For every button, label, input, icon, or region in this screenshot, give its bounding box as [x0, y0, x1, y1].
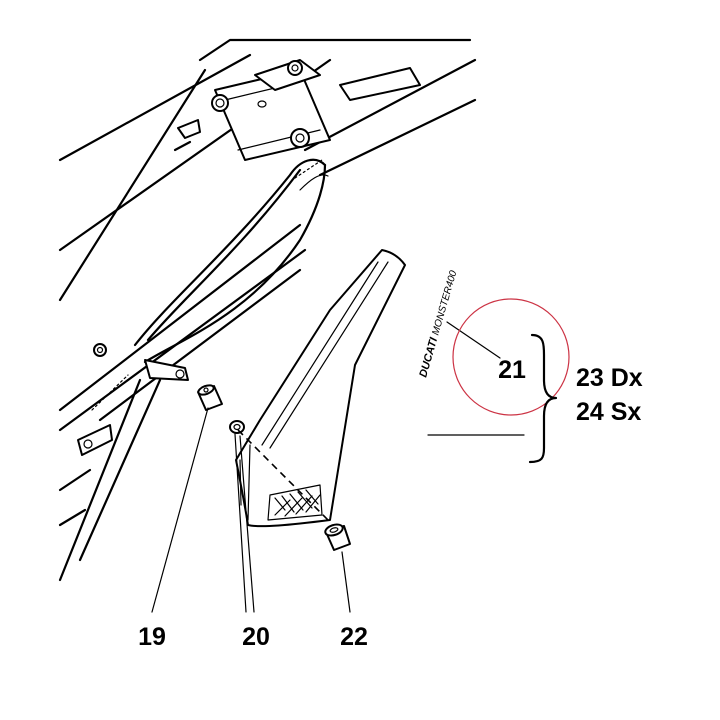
callout-19: 19 [138, 623, 166, 651]
callout-24: 24 Sx [576, 398, 641, 426]
callout-22: 22 [340, 623, 368, 651]
leader-lines [151, 321, 525, 613]
side-panel: DUCATI MONSTER400 [235, 249, 460, 528]
callout-21: 21 [498, 356, 526, 384]
decal-brand: DUCATI [417, 335, 440, 378]
callout-20: 20 [242, 623, 270, 651]
washer-20 [229, 420, 245, 434]
assembly-axis-line [237, 429, 331, 523]
decal-model: MONSTER400 [430, 269, 459, 337]
screw-19 [197, 384, 223, 411]
bracket-icon [528, 333, 558, 464]
panel-grip-pattern [267, 484, 323, 521]
callout-23: 23 Dx [576, 364, 643, 392]
rear-subframe [58, 38, 477, 582]
highlight-circle [452, 298, 570, 416]
bushing-22 [324, 523, 351, 551]
